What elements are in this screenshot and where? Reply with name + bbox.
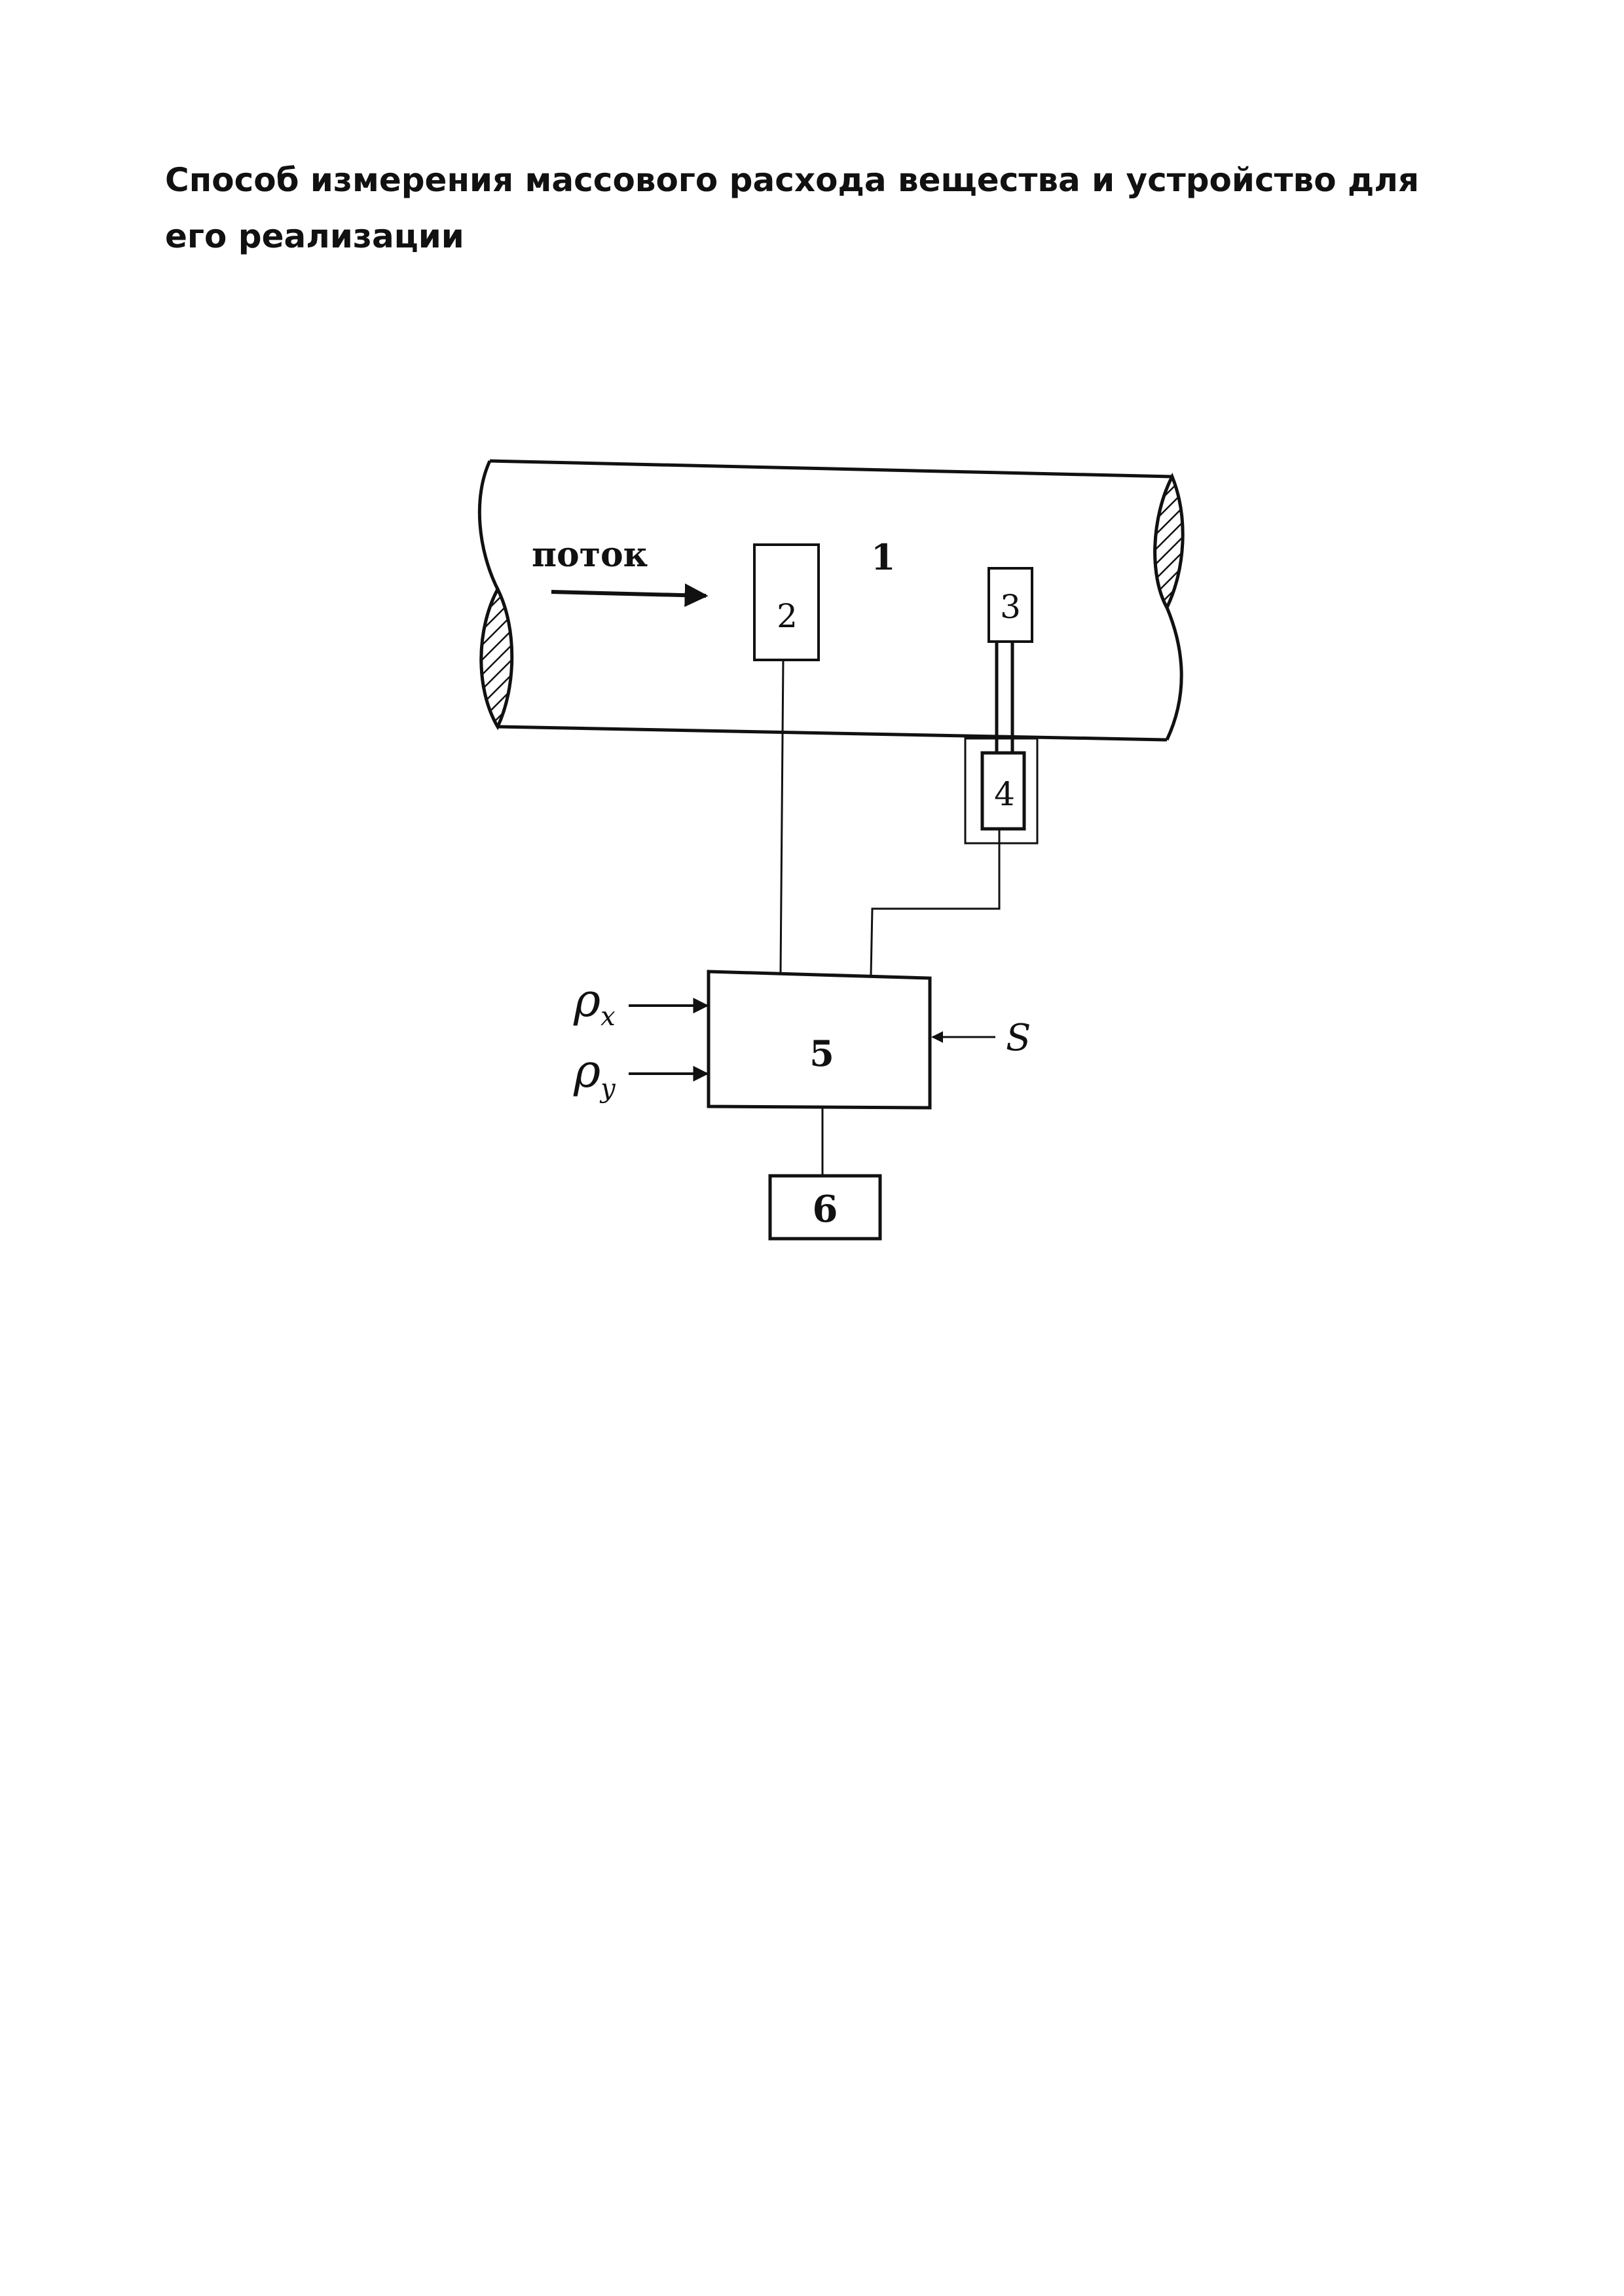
flow-arrow (551, 583, 709, 608)
flow-label: поток (532, 535, 648, 575)
pipe-number-label: 1 (871, 536, 896, 578)
rho-y-symbol: ρ (573, 1044, 600, 1098)
block-5-label: 5 (809, 1032, 834, 1074)
pipe-left-cross-section (479, 585, 514, 731)
page-title: Способ измерения массового расхода вещес… (165, 161, 1420, 255)
block-4-housing (964, 737, 1039, 845)
pipe-right-cross-section (1153, 473, 1185, 611)
s-label: S (1006, 1017, 1031, 1059)
block-6-label: 6 (813, 1188, 838, 1231)
wire-2-to-5 (779, 659, 784, 974)
rho-x-label: ρx (573, 974, 616, 1032)
block-4-label: 4 (994, 775, 1015, 813)
connections (779, 659, 1001, 1175)
block-3 (987, 567, 1033, 643)
block-2 (753, 543, 820, 661)
block-5 (707, 970, 932, 1110)
rho-y-label: ρy (573, 1044, 616, 1104)
wire-4-to-5 (870, 829, 1001, 976)
pipe (477, 459, 1183, 742)
pipe-top-wall (489, 459, 1173, 479)
block-3-label: 3 (1000, 588, 1021, 626)
rho-y-subscript: y (599, 1074, 616, 1104)
block-2-label: 2 (777, 597, 798, 635)
pipe-bottom-wall (497, 725, 1168, 742)
block-6 (768, 1174, 882, 1241)
block-4 (980, 751, 1026, 831)
rho-x-symbol: ρ (573, 974, 600, 1027)
rho-x-subscript: x (600, 1002, 616, 1032)
